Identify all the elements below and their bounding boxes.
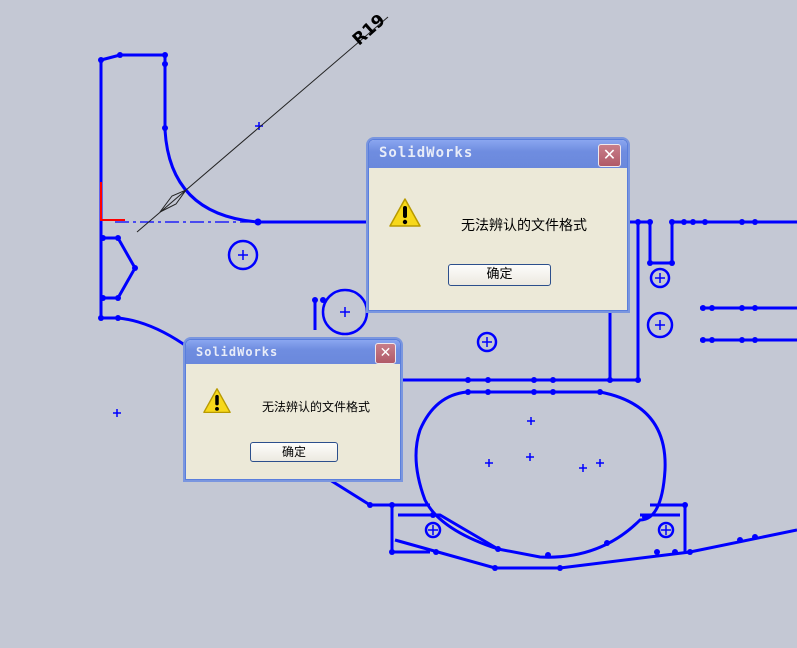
sketch-points: [98, 52, 758, 571]
close-button[interactable]: ✕: [375, 343, 396, 364]
dialog-message: 无法辨认的文件格式: [461, 218, 587, 234]
origin-icon: [100, 182, 125, 221]
warning-icon: [203, 388, 231, 414]
radius-dimension[interactable]: R19: [136, 10, 390, 233]
warning-icon: [389, 198, 421, 227]
dimension-label: R19: [349, 10, 390, 49]
ok-button[interactable]: 确定: [448, 264, 551, 286]
dialog-message: 无法辨认的文件格式: [262, 400, 371, 414]
dialog-titlebar[interactable]: SolidWorks ✕: [186, 340, 400, 364]
dialog-title: SolidWorks: [196, 345, 279, 359]
dialog-title: SolidWorks: [379, 145, 474, 161]
sketch-geometry: [99, 53, 797, 570]
error-dialog: SolidWorks ✕ 无法辨认的文件格式 确定: [368, 139, 628, 311]
close-button[interactable]: ✕: [598, 144, 621, 167]
sketch-circles: [227, 239, 675, 539]
dialog-titlebar[interactable]: SolidWorks ✕: [369, 140, 627, 168]
error-dialog: SolidWorks ✕ 无法辨认的文件格式 确定: [185, 339, 401, 480]
ok-button[interactable]: 确定: [250, 442, 338, 462]
center-points: [113, 122, 671, 535]
